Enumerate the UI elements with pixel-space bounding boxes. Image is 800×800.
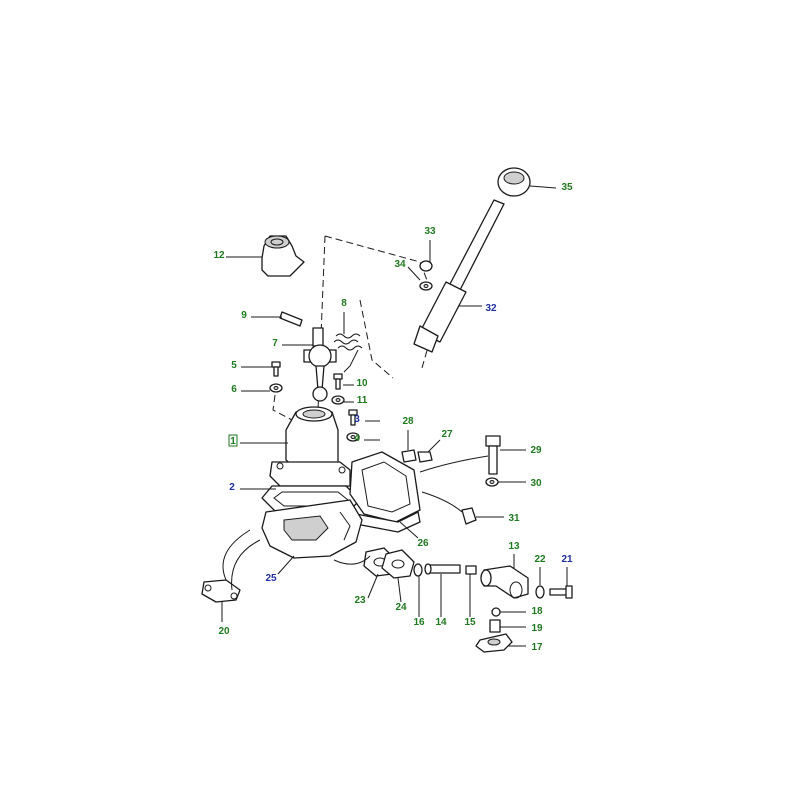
callout-label-18[interactable]: 18	[531, 606, 543, 617]
callout-label-30[interactable]: 30	[530, 478, 542, 489]
leader-line-25	[277, 555, 295, 575]
callout-label-14[interactable]: 14	[435, 617, 447, 628]
selector-shaft-parts	[413, 563, 477, 577]
callout-label-2[interactable]: 2	[229, 482, 235, 493]
blanking-plate-part	[201, 529, 261, 603]
callout-label-23[interactable]: 23	[354, 595, 366, 606]
callout-label-34[interactable]: 34	[394, 259, 406, 270]
callout-label-8[interactable]: 8	[341, 298, 347, 309]
callout-label-6[interactable]: 6	[231, 384, 237, 395]
callout-label-13[interactable]: 13	[508, 541, 520, 552]
callout-label-35[interactable]: 35	[561, 182, 573, 193]
callout-label-12[interactable]: 12	[213, 250, 225, 261]
callout-label-21[interactable]: 21	[561, 554, 573, 565]
callout-label-1[interactable]: 1	[230, 436, 236, 447]
callout-label-17[interactable]: 17	[531, 642, 543, 653]
selector-case-part	[261, 499, 363, 559]
callout-label-24[interactable]: 24	[395, 602, 407, 613]
callout-label-19[interactable]: 19	[531, 623, 543, 634]
leader-line-26	[399, 521, 419, 539]
callout-label-27[interactable]: 27	[441, 429, 453, 440]
gear-lever-gaiter-part	[261, 235, 305, 277]
callout-label-33[interactable]: 33	[424, 226, 436, 237]
callout-label-31[interactable]: 31	[508, 513, 520, 524]
washer-and-bolt-parts	[535, 585, 573, 599]
callout-label-5[interactable]: 5	[231, 360, 237, 371]
callout-label-9[interactable]: 9	[241, 310, 247, 321]
cover-plate-and-gasket-parts	[333, 547, 415, 579]
callout-label-25[interactable]: 25	[265, 573, 277, 584]
bolt-washer-bush-parts	[419, 435, 501, 525]
elbow-housing-part	[480, 565, 529, 599]
callout-label-32[interactable]: 32	[485, 303, 497, 314]
callout-label-3[interactable]: 3	[354, 414, 360, 425]
spring-part	[333, 333, 363, 373]
callout-label-29[interactable]: 29	[530, 445, 542, 456]
plug-and-breather-parts	[401, 449, 433, 463]
leader-line-34	[407, 266, 421, 281]
callout-label-16[interactable]: 16	[413, 617, 425, 628]
callout-label-28[interactable]: 28	[402, 416, 414, 427]
roll-pin-part	[279, 311, 303, 327]
callout-label-22[interactable]: 22	[534, 554, 546, 565]
callout-box-1	[228, 434, 238, 447]
leader-line-23	[367, 573, 379, 599]
detent-parts	[475, 607, 513, 653]
leader-line-24	[397, 577, 402, 603]
callout-label-26[interactable]: 26	[417, 538, 429, 549]
callout-label-11[interactable]: 11	[357, 395, 368, 406]
callout-label-15[interactable]: 15	[464, 617, 476, 628]
small-fasteners	[269, 361, 360, 442]
callout-label-10[interactable]: 10	[356, 378, 368, 389]
callout-label-20[interactable]: 20	[218, 626, 230, 637]
gear-lever-housing-part	[269, 406, 351, 487]
callout-label-7[interactable]: 7	[272, 338, 278, 349]
callout-leader-lines	[221, 185, 568, 647]
leader-line-35	[529, 185, 557, 189]
upper-gear-lever-part	[413, 167, 531, 353]
callout-label-4[interactable]: 4	[354, 433, 360, 444]
leader-line-27	[427, 439, 441, 453]
lever-lower-part	[303, 327, 337, 402]
